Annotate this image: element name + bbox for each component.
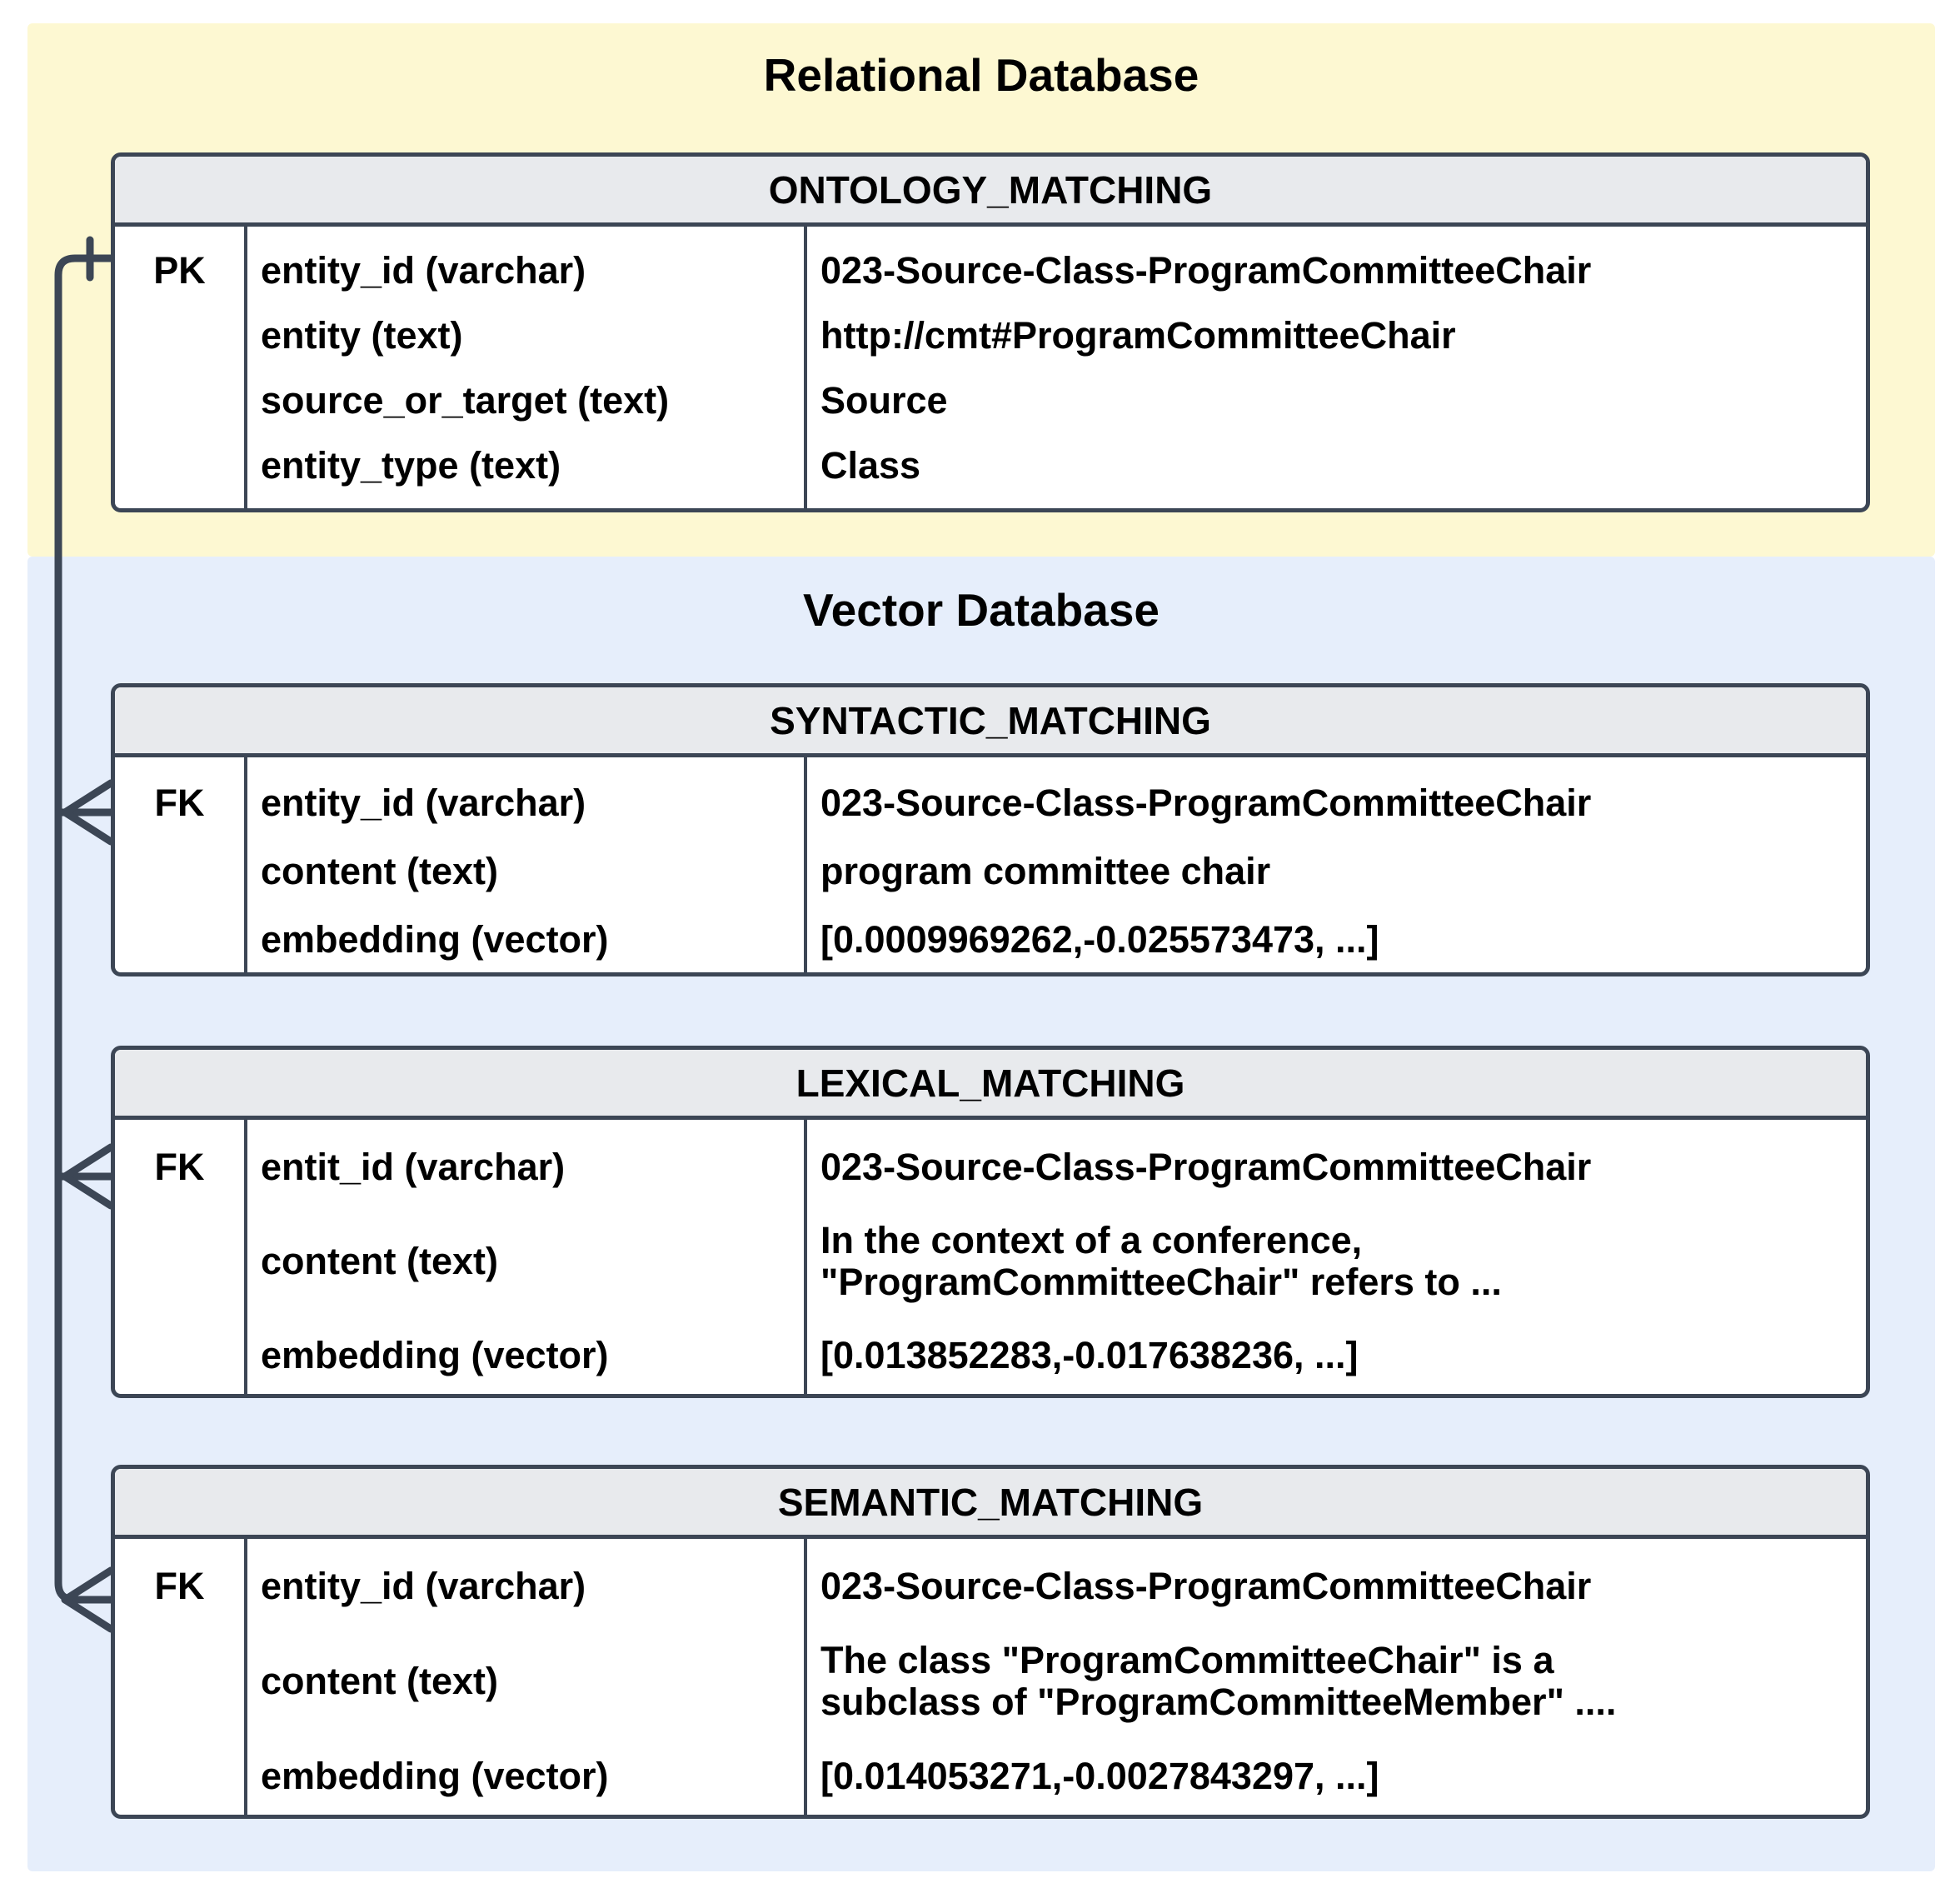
table-cell-attribute: entity_type (text) bbox=[261, 443, 561, 487]
table-cell-value: In the context of a conference, "Program… bbox=[820, 1218, 1502, 1303]
table-cell-key: FK bbox=[154, 1145, 205, 1188]
entity-syntactic-matching-header: SYNTACTIC_MATCHING bbox=[115, 687, 1866, 757]
column-attributes: entity_id (varchar) content (text) embed… bbox=[247, 1539, 807, 1815]
entity-ontology-matching-body: PK entity_id (varchar) entity (text) sou… bbox=[115, 227, 1866, 508]
table-cell-key bbox=[115, 1320, 244, 1391]
table-cell-key bbox=[115, 837, 244, 906]
table-cell-attribute: entit_id (varchar) bbox=[261, 1145, 566, 1188]
panel-relational-database-title: Relational Database bbox=[763, 49, 1199, 101]
column-keys: PK bbox=[115, 227, 247, 508]
table-cell-key bbox=[115, 303, 244, 368]
panel-vector-database-title: Vector Database bbox=[803, 584, 1160, 636]
entity-lexical-matching[interactable]: LEXICAL_MATCHING FK entit_id (varchar) c… bbox=[111, 1046, 1870, 1398]
table-cell-key bbox=[115, 906, 244, 972]
entity-syntactic-matching-body: FK entity_id (varchar) content (text) em… bbox=[115, 757, 1866, 972]
column-values: 023-Source-Class-ProgramCommitteeChair I… bbox=[807, 1120, 1866, 1394]
table-cell-value: Class bbox=[820, 443, 921, 487]
table-cell-value: 023-Source-Class-ProgramCommitteeChair bbox=[820, 1564, 1592, 1607]
table-cell-attribute: embedding (vector) bbox=[261, 1754, 609, 1797]
column-attributes: entity_id (varchar) entity (text) source… bbox=[247, 227, 807, 508]
column-values: 023-Source-Class-ProgramCommitteeChair p… bbox=[807, 757, 1866, 972]
entity-semantic-matching-body: FK entity_id (varchar) content (text) em… bbox=[115, 1539, 1866, 1815]
table-cell-value: [0.014053271,-0.0027843297, ...] bbox=[820, 1754, 1379, 1797]
column-keys: FK bbox=[115, 1120, 247, 1394]
entity-syntactic-matching[interactable]: SYNTACTIC_MATCHING FK entity_id (varchar… bbox=[111, 683, 1870, 976]
table-cell-value: [0.0009969262,-0.025573473, ...] bbox=[820, 917, 1379, 961]
table-cell-value: 023-Source-Class-ProgramCommitteeChair bbox=[820, 781, 1592, 824]
entity-lexical-matching-header: LEXICAL_MATCHING bbox=[115, 1050, 1866, 1120]
entity-lexical-matching-title: LEXICAL_MATCHING bbox=[795, 1061, 1185, 1105]
table-cell-key bbox=[115, 1741, 244, 1812]
column-keys: FK bbox=[115, 1539, 247, 1815]
column-values: 023-Source-Class-ProgramCommitteeChair T… bbox=[807, 1539, 1866, 1815]
entity-ontology-matching-header: ONTOLOGY_MATCHING bbox=[115, 157, 1866, 227]
table-cell-attribute: embedding (vector) bbox=[261, 1333, 609, 1376]
table-cell-key bbox=[115, 433, 244, 498]
table-cell-value: [0.013852283,-0.017638236, ...] bbox=[820, 1333, 1359, 1376]
table-cell-value: program committee chair bbox=[820, 849, 1271, 892]
table-cell-value: 023-Source-Class-ProgramCommitteeChair bbox=[820, 248, 1592, 292]
table-cell-attribute: entity_id (varchar) bbox=[261, 248, 586, 292]
column-values: 023-Source-Class-ProgramCommitteeChair h… bbox=[807, 227, 1866, 508]
table-cell-value: The class "ProgramCommitteeChair" is a s… bbox=[820, 1638, 1617, 1723]
table-cell-key bbox=[115, 1622, 244, 1741]
entity-semantic-matching-header: SEMANTIC_MATCHING bbox=[115, 1469, 1866, 1539]
table-cell-value: 023-Source-Class-ProgramCommitteeChair bbox=[820, 1145, 1592, 1188]
table-cell-key: FK bbox=[154, 1564, 205, 1607]
entity-lexical-matching-body: FK entit_id (varchar) content (text) emb… bbox=[115, 1120, 1866, 1394]
table-cell-key: FK bbox=[154, 781, 205, 824]
table-cell-key bbox=[115, 1203, 244, 1320]
entity-syntactic-matching-title: SYNTACTIC_MATCHING bbox=[770, 698, 1211, 742]
table-cell-attribute: entity_id (varchar) bbox=[261, 781, 586, 824]
entity-ontology-matching-title: ONTOLOGY_MATCHING bbox=[768, 167, 1213, 212]
table-cell-attribute: content (text) bbox=[261, 849, 498, 892]
table-cell-attribute: embedding (vector) bbox=[261, 917, 609, 961]
column-attributes: entit_id (varchar) content (text) embedd… bbox=[247, 1120, 807, 1394]
table-cell-attribute: source_or_target (text) bbox=[261, 378, 670, 422]
entity-semantic-matching[interactable]: SEMANTIC_MATCHING FK entity_id (varchar)… bbox=[111, 1465, 1870, 1819]
entity-ontology-matching[interactable]: ONTOLOGY_MATCHING PK entity_id (varchar)… bbox=[111, 152, 1870, 512]
table-cell-attribute: entity (text) bbox=[261, 313, 463, 357]
table-cell-key: PK bbox=[153, 248, 206, 292]
table-cell-attribute: entity_id (varchar) bbox=[261, 1564, 586, 1607]
table-cell-attribute: content (text) bbox=[261, 1239, 498, 1282]
table-cell-value: http://cmt#ProgramCommitteeChair bbox=[820, 313, 1456, 357]
table-cell-key bbox=[115, 368, 244, 433]
column-attributes: entity_id (varchar) content (text) embed… bbox=[247, 757, 807, 972]
table-cell-value: Source bbox=[820, 378, 948, 422]
table-cell-attribute: content (text) bbox=[261, 1659, 498, 1702]
column-keys: FK bbox=[115, 757, 247, 972]
entity-semantic-matching-title: SEMANTIC_MATCHING bbox=[777, 1480, 1204, 1524]
